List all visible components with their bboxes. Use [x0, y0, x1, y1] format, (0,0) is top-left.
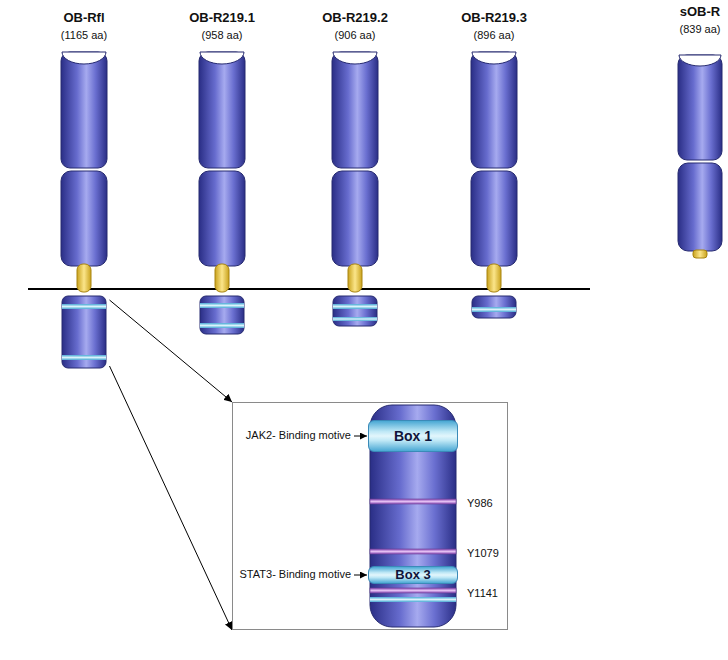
receptor-ob-rfl-shape: [61, 52, 107, 368]
intracellular-domain: [62, 296, 106, 368]
intracellular-domain: [472, 296, 516, 318]
cell-membrane: [28, 288, 590, 290]
length-label: (1165 aa): [59, 28, 110, 42]
motif-band: [200, 323, 244, 328]
extracellular-domain: [332, 52, 378, 168]
receptor-isoform: sOB-R (839 aa): [678, 4, 723, 262]
length-label: (839 aa): [678, 22, 723, 36]
extracellular-domain: [332, 171, 378, 266]
receptor-219-2-shape: [332, 52, 378, 326]
motif-box: Box 3: [368, 566, 458, 584]
domain-cup: [472, 52, 516, 64]
isoform-name: OB-R219.1: [187, 10, 257, 26]
pointer-arrow: [354, 436, 367, 437]
transmembrane-stub: [693, 250, 707, 258]
domain-cup: [679, 55, 721, 66]
transmembrane-domain: [215, 264, 229, 292]
tyrosine-band: [370, 549, 456, 554]
motif-label: JAK2- Binding motive: [246, 429, 351, 442]
receptor-soluble-shape: [678, 55, 722, 258]
motif-band: [333, 317, 377, 321]
tyrosine-label: Y1141: [467, 587, 498, 600]
motif-label: STAT3- Binding motive: [240, 568, 351, 581]
receptor-isoform: OB-R219.3 (896 aa): [459, 10, 529, 322]
transmembrane-domain: [77, 264, 91, 292]
length-label: (906 aa): [320, 28, 390, 42]
receptor-219-3-shape: [471, 52, 517, 318]
pointer-arrow: [354, 575, 367, 576]
extracellular-domain: [471, 52, 517, 168]
receptor-219-1-shape: [199, 52, 245, 334]
length-label: (958 aa): [187, 28, 257, 42]
receptor-isoform: OB-R219.2 (906 aa): [320, 10, 390, 330]
extracellular-domain: [199, 171, 245, 266]
motif-band: [472, 307, 516, 312]
domain-cup: [62, 52, 106, 64]
domain-cup: [200, 52, 244, 64]
length-label: (896 aa): [459, 28, 529, 42]
isoform-name: OB-R219.3: [459, 10, 529, 26]
isoform-name: OB-R219.2: [320, 10, 390, 26]
domain-cup: [333, 52, 377, 64]
intracellular-domain: [333, 296, 377, 326]
motif-band: [370, 597, 456, 602]
receptor-isoform: OB-R219.1 (958 aa): [187, 10, 257, 338]
tyrosine-label: Y1079: [467, 547, 499, 560]
box-label: Box 3: [369, 567, 457, 583]
extracellular-domain: [471, 171, 517, 266]
motif-band: [62, 355, 106, 360]
tyrosine-label: Y986: [467, 497, 493, 510]
receptor-isoform: OB-Rfl (1165 aa): [59, 10, 110, 372]
isoform-name: OB-Rfl: [59, 10, 110, 26]
tyrosine-band: [370, 499, 456, 504]
transmembrane-domain: [487, 264, 501, 292]
motif-band: [333, 304, 377, 309]
transmembrane-domain: [348, 264, 362, 292]
motif-band: [200, 303, 244, 308]
zoom-connector: [110, 366, 233, 630]
zoom-connector: [110, 300, 233, 402]
intracellular-domain: [200, 296, 244, 334]
isoform-name: sOB-R: [678, 4, 723, 20]
box-label: Box 1: [369, 421, 457, 451]
extracellular-domain: [678, 163, 722, 251]
extracellular-domain: [199, 52, 245, 168]
extracellular-domain: [61, 52, 107, 168]
extracellular-domain: [678, 55, 722, 160]
motif-box: Box 1: [368, 420, 458, 452]
extracellular-domain: [61, 171, 107, 266]
tyrosine-band: [370, 588, 456, 593]
inset-frame: JAK2- Binding motiveY986Y1079STAT3- Bind…: [232, 402, 508, 630]
motif-band: [62, 304, 106, 309]
